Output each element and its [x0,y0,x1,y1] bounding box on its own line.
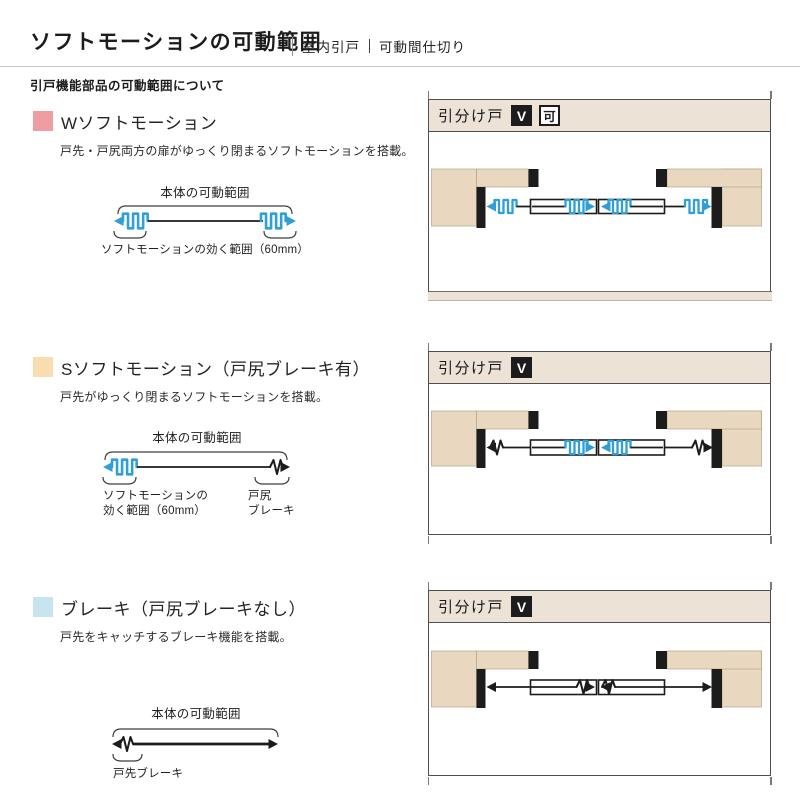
arrow-right-icon [268,739,278,749]
post-left [476,429,486,468]
grid-tick [770,343,772,351]
grid-tick [427,536,429,544]
panel-hikiwake-brake: 引分け戸 V [427,582,772,785]
range-bracket [112,728,279,738]
legend-color-swatch [33,111,53,131]
panel-footer-strip [427,290,772,301]
grid-tick [427,91,429,99]
panel-title: 引分け戸 [438,360,505,377]
panel-header: 引分け戸 V [429,352,770,384]
section-heading: Sソフトモーション（戸尻ブレーキ有） [61,360,370,379]
post-left [476,187,486,228]
soft-motion-coil-icon [110,458,138,476]
jamb-right [656,651,667,669]
front-brake-label: 戸先ブレーキ [113,766,183,780]
rear-brake-label: 戸尻 [248,490,272,502]
soft-motion-coil-icon [493,198,518,215]
brake-zigzag-icon [691,439,706,456]
v-badge: V [511,105,533,126]
grid-tick [770,536,772,544]
post-right [711,429,722,468]
jamb-left [528,651,539,669]
rear-brake-bracket [254,476,290,485]
s-soft-motion-range-diagram: 本体の可動範囲 ソフトモーションの 効く範囲（60mm） 戸尻 ブレーキ [102,430,295,517]
brake-range-diagram: 本体の可動範囲 戸先ブレーキ [112,706,279,780]
effect-range-label: ソフトモーションの [103,490,208,502]
panel-hikiwake-w: 引分け戸 V 可 [427,91,772,301]
panel-hikiwake-s: 引分け戸 V [427,343,772,544]
effect-range-bracket [102,476,137,485]
grid-tick [770,582,772,590]
post-left [476,669,486,708]
page-subtitle: 引戸機能部品の可動範囲について [30,79,225,93]
door-plan-diagram [431,650,762,708]
range-label: 本体の可動範囲 [152,430,242,445]
separator [369,39,370,53]
door-plan-diagram [431,168,762,228]
wall-right-arm [666,650,762,670]
panel-title: 引分け戸 [438,599,505,616]
section-w-soft-motion: Wソフトモーション 戸先・戸尻両方の扉がゆっくり閉まるソフトモーションを搭載。 [33,111,418,159]
jamb-left [528,169,539,187]
range-label: 本体の可動範囲 [151,706,241,721]
wall-right-arm [666,410,762,430]
panel-title: 引分け戸 [438,108,505,125]
v-badge: V [511,357,533,378]
divider [0,66,800,67]
section-heading: Wソフトモーション [61,114,218,133]
page-title: ソフトモーションの可動範囲 [30,31,323,54]
separator [292,36,293,56]
category-tag: 可動間仕切り [379,40,466,55]
arrow-right-icon [280,462,290,472]
grid-tick [427,582,429,590]
grid-tick [427,777,429,785]
section-s-soft-motion: Sソフトモーション（戸尻ブレーキ有） 戸先がゆっくり閉まるソフトモーションを搭載… [33,357,418,405]
ka-badge: 可 [539,105,561,126]
wall-left [431,650,477,708]
soft-motion-coil-icon [121,212,149,230]
jamb-right [656,169,667,187]
range-bracket [104,451,288,461]
effect-range-bracket [263,230,297,239]
panel-header: 引分け戸 V [429,591,770,623]
legend-color-swatch [33,597,53,617]
wall-left [431,410,477,467]
wall-left-arm [476,168,529,188]
door-plan-diagram [431,410,762,468]
brake-zigzag-icon [119,736,134,752]
wall-left [431,168,477,227]
section-description: 戸先をキャッチするブレーキ機能を搭載。 [60,630,292,644]
v-badge: V [511,596,533,617]
effect-range-label: 効く範囲（60mm） [103,503,206,517]
w-soft-motion-range-diagram: 本体の可動範囲 ソフトモーションの効く範囲（60mm） [101,185,309,256]
arrow-right-icon [286,216,296,226]
wall-left-arm [476,650,529,670]
post-right [711,187,722,228]
category-tags: 室内引戸 可動間仕切り [292,36,466,56]
grid-tick [770,91,772,99]
panel-header: 引分け戸 V 可 [429,100,770,132]
post-right [711,669,722,708]
section-brake: ブレーキ（戸尻ブレーキなし） 戸先をキャッチするブレーキ機能を搭載。 [33,597,418,645]
jamb-left [528,411,539,429]
jamb-right [656,411,667,429]
arrow-right-icon [702,682,712,692]
front-brake-bracket [112,753,143,762]
legend-color-swatch [33,357,53,377]
range-label: 本体の可動範囲 [160,185,250,200]
soft-motion-coil-icon [259,212,287,230]
section-description: 戸先・戸尻両方の扉がゆっくり閉まるソフトモーションを搭載。 [60,144,414,158]
range-bracket [117,205,293,215]
category-tag: 室内引戸 [302,40,360,55]
rear-brake-label: ブレーキ [248,503,295,517]
section-heading: ブレーキ（戸尻ブレーキなし） [61,600,306,619]
effect-range-label: ソフトモーションの効く範囲（60mm） [101,242,309,256]
grid-tick [427,343,429,351]
wall-left-arm [476,410,529,430]
effect-range-bracket [113,230,147,239]
grid-tick [770,777,772,785]
section-description: 戸先がゆっくり閉まるソフトモーションを搭載。 [60,390,329,404]
wall-right-arm [666,168,762,188]
